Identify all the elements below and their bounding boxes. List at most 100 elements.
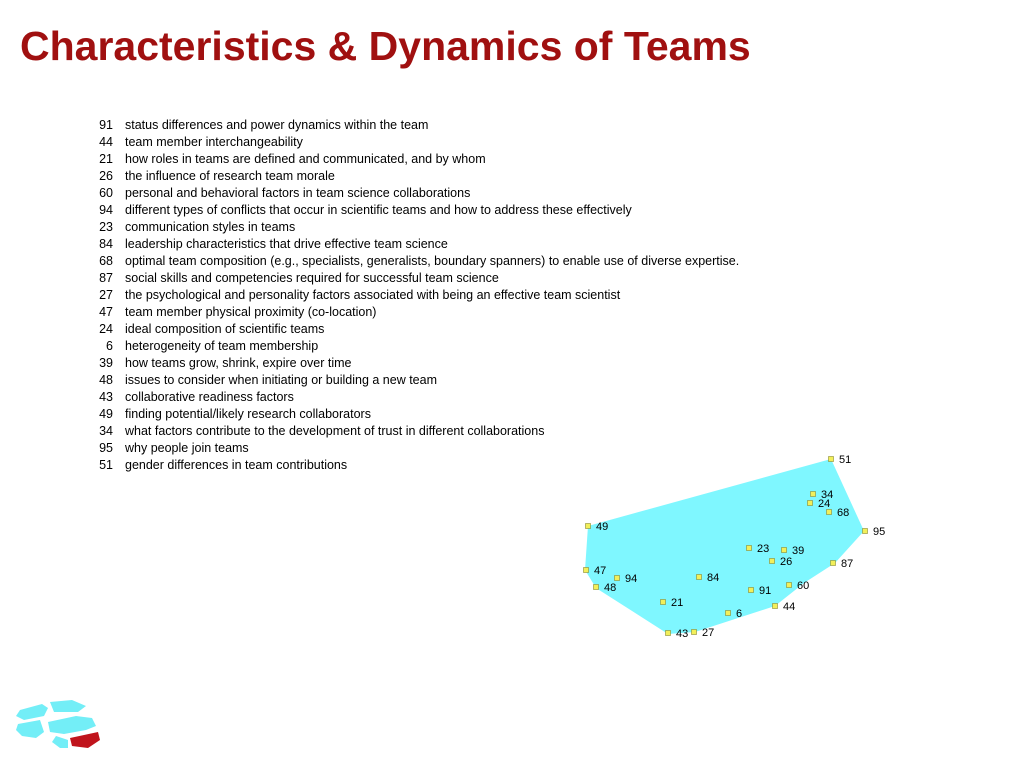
statement-text: leadership characteristics that drive ef… [125,237,448,251]
statement-number: 47 [99,305,113,319]
point-marker [660,599,666,605]
statement-number: 49 [99,407,113,421]
point-marker [772,603,778,609]
statement-text: optimal team composition (e.g., speciali… [125,254,740,268]
statement-row: 24 ideal composition of scientific teams [88,321,739,338]
point-label: 26 [780,556,792,568]
statement-number: 48 [99,373,113,387]
map-point: 39 [781,545,804,557]
map-point: 68 [826,507,849,519]
point-label: 94 [625,573,637,585]
point-label: 44 [783,601,795,613]
statement-number: 24 [99,322,113,336]
organization-logo [16,700,100,748]
map-point: 24 [807,498,830,510]
statement-row: 95 why people join teams [88,440,739,457]
point-label: 51 [839,454,851,466]
point-marker [781,547,787,553]
statement-row: 49 finding potential/likely research coll… [88,406,739,423]
statement-number: 84 [99,237,113,251]
statement-row: 34 what factors contribute to the develop… [88,423,739,440]
map-point: 47 [583,565,606,577]
statement-text: why people join teams [125,441,249,455]
map-point: 21 [660,597,683,609]
point-marker [696,574,702,580]
point-label: 87 [841,558,853,570]
cluster-hull [585,459,864,634]
point-label: 6 [736,608,742,620]
statement-list: 91 status differences and power dynamics … [88,117,739,474]
map-point: 43 [665,628,688,640]
statement-number: 34 [99,424,113,438]
map-point: 91 [748,585,771,597]
statement-text: social skills and competencies required … [125,271,499,285]
map-point: 94 [614,573,637,585]
point-label: 91 [759,585,771,597]
statement-number: 39 [99,356,113,370]
point-label: 84 [707,572,719,584]
map-point: 60 [786,580,809,592]
statement-text: team member physical proximity (co-locat… [125,305,377,319]
map-point: 87 [830,558,853,570]
point-label: 23 [757,543,769,555]
statement-text: different types of conflicts that occur … [125,203,632,217]
map-point: 6 [725,608,742,620]
statement-number: 94 [99,203,113,217]
point-marker [828,456,834,462]
statement-number: 23 [99,220,113,234]
map-point: 95 [862,526,885,538]
statement-number: 60 [99,186,113,200]
point-marker [748,587,754,593]
statement-text: team member interchangeability [125,135,303,149]
statement-text: how teams grow, shrink, expire over time [125,356,352,370]
slide-title: Characteristics & Dynamics of Teams [20,23,751,69]
statement-text: gender differences in team contributions [125,458,348,472]
statement-number: 95 [99,441,113,455]
point-marker [862,528,868,534]
statement-text: finding potential/likely research collab… [125,407,371,421]
statement-text: what factors contribute to the developme… [125,424,545,438]
point-marker [665,630,671,636]
point-label: 60 [797,580,809,592]
statement-row: 87 social skills and competencies require… [88,270,739,287]
statement-row: 23 communication styles in teams [88,219,739,236]
statement-row: 44 team member interchangeability [88,134,739,151]
statement-number: 87 [99,271,113,285]
map-point: 49 [585,521,608,533]
point-marker [786,582,792,588]
point-label: 24 [818,498,830,510]
statement-number: 21 [99,152,113,166]
statement-number: 43 [99,390,113,404]
statement-text: status differences and power dynamics wi… [125,118,429,132]
map-point: 48 [593,582,616,594]
statement-number: 26 [99,169,113,183]
map-point: 27 [691,627,714,639]
point-marker [725,610,731,616]
statement-number: 44 [99,135,113,149]
point-label: 27 [702,627,714,639]
point-marker [810,491,816,497]
statement-row: 91 status differences and power dynamics … [88,117,739,134]
statement-text: ideal composition of scientific teams [125,322,325,336]
statement-number: 91 [99,118,113,132]
point-label: 43 [676,628,688,640]
map-point: 84 [696,572,719,584]
point-marker [585,523,591,529]
point-label: 49 [596,521,608,533]
point-label: 21 [671,597,683,609]
point-marker [830,560,836,566]
statement-row: 94 different types of conflicts that occu… [88,202,739,219]
statement-row: 39 how teams grow, shrink, expire over ti… [88,355,739,372]
map-point: 51 [828,454,851,466]
map-point: 26 [769,556,792,568]
statement-text: communication styles in teams [125,220,296,234]
